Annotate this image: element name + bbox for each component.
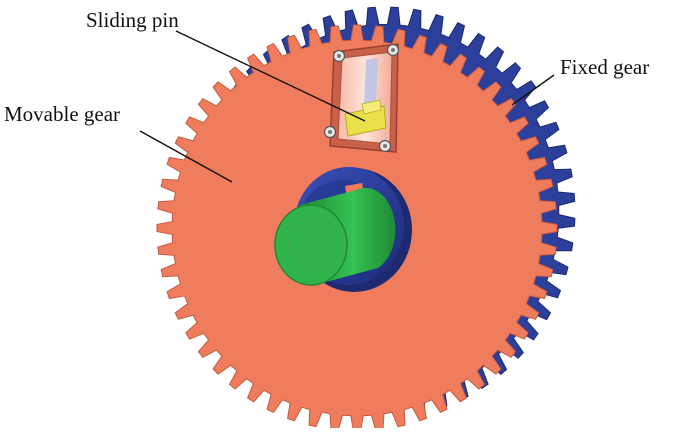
- sliding-pin-label: Sliding pin: [86, 8, 179, 32]
- shaft-end-face: [274, 204, 348, 286]
- movable-gear-leader: [139, 130, 233, 183]
- movable-gear-label: Movable gear: [4, 102, 121, 126]
- screw-icon: [386, 43, 400, 57]
- fixed-gear-label: Fixed gear: [560, 55, 650, 79]
- screw-icon: [323, 125, 337, 139]
- shaft: [274, 187, 396, 286]
- fixed-gear-leader: [511, 74, 555, 106]
- sliding-pin-leader: [175, 30, 366, 122]
- leader-lines: [139, 30, 555, 183]
- screw-icon: [378, 139, 392, 153]
- sliding-pin-housing: [323, 43, 400, 153]
- screw-icon: [332, 49, 346, 63]
